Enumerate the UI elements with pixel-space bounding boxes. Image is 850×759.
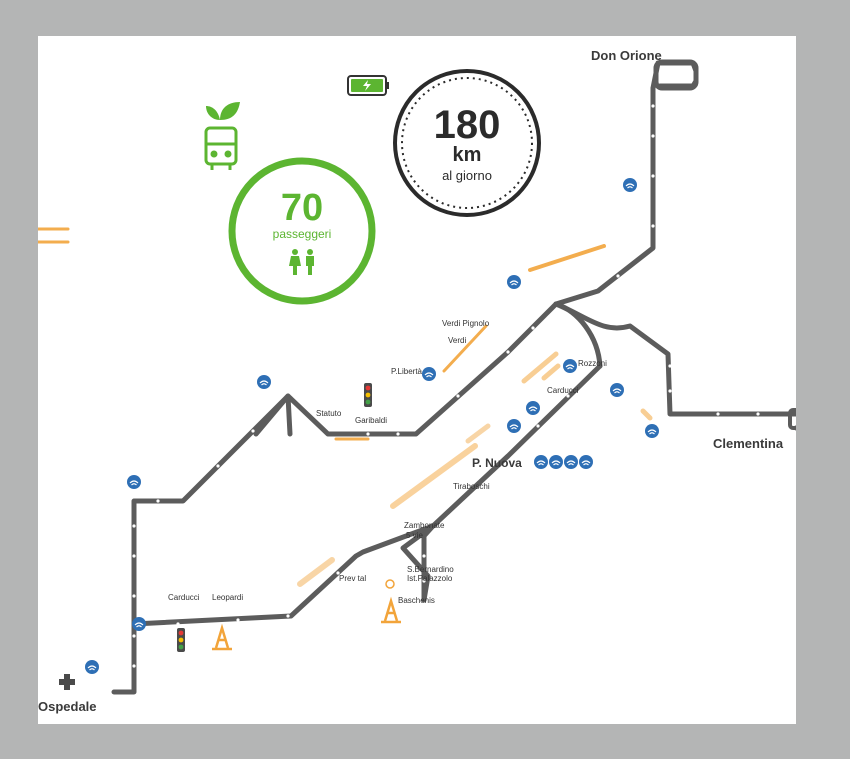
route-east-branch (553, 301, 796, 417)
traffic-light-icon (177, 628, 185, 652)
stop-cinque-vie: 5 vie (406, 531, 423, 540)
traffic-light-icon (364, 383, 372, 407)
stop-verdi: Verdi (448, 336, 466, 345)
route-map: Don Orione Clementina Ospedale Verdi Pig… (38, 36, 796, 724)
wifi-icon (85, 178, 659, 674)
stop-s-bernardino: S.Bernardino (407, 565, 454, 574)
stop-leopardi: Leopardi (212, 593, 243, 602)
cone-marker-icon (385, 579, 395, 589)
stop-carducci-west: Carducci (168, 593, 200, 602)
terminal-don-orione-label: Don Orione (591, 48, 662, 63)
terminus-don-orione-marker (653, 59, 699, 91)
route-southwest (131, 523, 436, 627)
battery-charging-icon (347, 75, 389, 96)
terminal-ospedale-label: Ospedale (38, 699, 97, 714)
stop-baschenis: Baschenis (398, 596, 435, 605)
stop-verdi-pignolo: Verdi Pignolo (442, 319, 490, 328)
stop-tiraboschi: Tiraboschi (453, 482, 490, 491)
passengers-value: 70 (281, 187, 323, 229)
traffic-cone-icon (381, 596, 401, 624)
distance-unit: km (453, 144, 482, 166)
passengers-caption: passeggeri (273, 227, 332, 241)
distance-caption: al giorno (442, 168, 492, 183)
stop-p-liberta: P.Libertà (391, 367, 423, 376)
terminus-clementina-marker (788, 408, 796, 430)
stop-statuto: Statuto (316, 409, 342, 418)
distance-dial: 180 km al giorno (393, 69, 541, 217)
stop-carducci-east: Carducci (547, 386, 579, 395)
crescent-icon (90, 679, 94, 687)
route-stop-dots (132, 104, 760, 668)
roadworks-marks (38, 227, 653, 587)
traffic-cone-icon (212, 623, 232, 651)
stop-p-nuova: P. Nuova (472, 456, 522, 470)
passengers-badge: 70 passeggeri (228, 157, 376, 305)
electric-bus-icon (204, 102, 240, 170)
stop-rozzoni: Rozzoni (578, 359, 607, 368)
hospital-cross-icon (59, 674, 75, 690)
wifi-icon (534, 455, 593, 469)
terminal-clementina-label: Clementina (713, 436, 784, 451)
distance-value: 180 (434, 103, 501, 147)
passengers-icon (289, 249, 314, 275)
stop-prev-tal: Prev tal (339, 574, 366, 583)
stop-ist-palazzolo: Ist.Palazzolo (407, 574, 453, 583)
route-statuto-loop (253, 393, 293, 437)
stop-zambonate: Zambonate (404, 521, 445, 530)
route-diagonal (400, 363, 603, 603)
stop-garibaldi: Garibaldi (355, 416, 387, 425)
